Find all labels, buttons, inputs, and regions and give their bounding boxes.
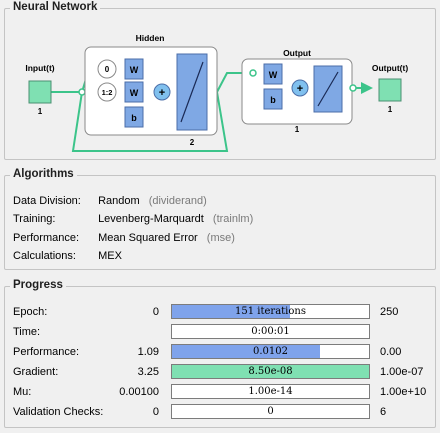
progress-start-value: 1.09 [137,346,159,358]
progress-start-value: 0 [152,406,159,418]
progress-bar-fill [172,365,369,378]
progress-row-mu: Mu: 0.00100 1.00e-14 1.00e+10 [5,383,435,401]
output-label: Output(t) [372,63,409,73]
progress-row-time: Time: 0:00:01 [5,323,435,341]
progress-start-value: 3.25 [137,366,159,378]
progress-label: Time: [13,326,41,338]
weight-label-1: W [130,65,139,75]
progress-current-value: 0.0102 [253,346,288,357]
progress-bar: 1.00e-14 [171,384,370,399]
algorithm-function: (mse) [206,232,235,244]
progress-bar-fill [172,345,320,358]
progress-row-epoch: Epoch: 0 151 iterations 250 [5,303,435,321]
algorithms-title: Algorithms [10,168,77,180]
delay-bottom-text: 1:2 [102,88,113,97]
algorithm-label: Data Division: [13,195,81,207]
svg-text:+: + [297,83,303,95]
algorithm-row-data-division: Data Division: Random (dividerand) [13,193,207,209]
algorithm-row-training: Training: Levenberg-Marquardt (trainlm) [13,211,253,227]
weight-label-3: W [269,70,278,80]
progress-label: Validation Checks: [13,406,104,418]
progress-end-value: 0.00 [380,346,402,358]
weight-block-1 [124,58,144,80]
progress-label: Performance: [13,346,80,358]
algorithm-value: Random [98,195,140,207]
progress-row-validation-checks: Validation Checks: 0 0 6 [5,403,435,421]
progress-panel: Progress Epoch: 0 151 iterations 250 Tim… [4,279,436,428]
progress-bar: 151 iterations [171,304,370,319]
input-label: Input(t) [25,63,54,73]
bias-block-1 [124,106,144,128]
algorithm-label: Training: [13,213,56,225]
input-block [28,80,52,104]
algorithm-row-performance: Performance: Mean Squared Error (mse) [13,230,235,246]
delay-top-text: 0 [105,65,110,74]
weight-label-2: W [130,88,139,98]
algorithm-row-calculations: Calculations: MEX [13,248,128,264]
output-layer-label: Output [283,48,311,58]
progress-row-gradient: Gradient: 3.25 8.50e-08 1.00e-07 [5,363,435,381]
algorithms-panel: Algorithms Data Division: Random (divide… [4,168,436,270]
sum-node-output [291,79,309,97]
weight-block-2 [124,81,144,103]
weight-block-3 [263,63,283,85]
progress-title: Progress [10,279,66,291]
progress-bar: 0 [171,404,370,419]
neural-network-title: Neural Network [10,1,101,13]
delay-top [97,59,117,79]
neural-network-panel: Neural Network Inpu [4,1,436,160]
progress-end-value: 6 [380,406,387,418]
output-layer-size: 1 [295,125,300,134]
progress-label: Epoch: [13,306,48,318]
output-block [378,78,402,102]
progress-bar: 0.0102 [171,344,370,359]
algorithm-value: MEX [98,250,122,262]
algorithm-function: (dividerand) [148,195,207,207]
progress-bar: 0:00:01 [171,324,370,339]
progress-bar: 8.50e-08 [171,364,370,379]
algorithm-label: Calculations: [13,250,76,262]
delay-bottom [97,82,117,102]
progress-start-value: 0 [152,306,159,318]
hidden-label: Hidden [136,33,165,43]
network-diagram: Input(t) 1 Hidden 0 1:2 W W b + 2 Output… [25,33,409,152]
progress-current-value: 0 [267,406,274,417]
input-size: 1 [38,107,43,116]
algorithm-value: Levenberg-Marquardt [98,213,204,225]
svg-text:+: + [159,87,165,99]
progress-row-performance: Performance: 1.09 0.0102 0.00 [5,343,435,361]
bias-label-1: b [131,113,137,123]
algorithm-label: Performance: [13,232,80,244]
bias-label-2: b [270,95,276,105]
output-size: 1 [388,105,393,114]
progress-end-value: 1.00e+10 [380,386,427,398]
progress-label: Mu: [13,386,32,398]
progress-label: Gradient: [13,366,59,378]
progress-start-value: 0.00100 [119,386,159,398]
progress-bar-fill [172,305,291,318]
progress-end-value: 250 [380,306,399,318]
sum-node-hidden [153,83,171,101]
bias-block-2 [263,88,283,110]
algorithm-function: (trainlm) [212,213,254,225]
progress-end-value: 1.00e-07 [380,366,424,378]
progress-current-value: 0:00:01 [251,326,290,337]
hidden-size: 2 [190,138,195,147]
progress-current-value: 8.50e-08 [248,366,293,377]
progress-current-value: 1.00e-14 [248,386,293,397]
algorithm-value: Mean Squared Error [98,232,198,244]
progress-current-value: 151 iterations [235,306,306,317]
